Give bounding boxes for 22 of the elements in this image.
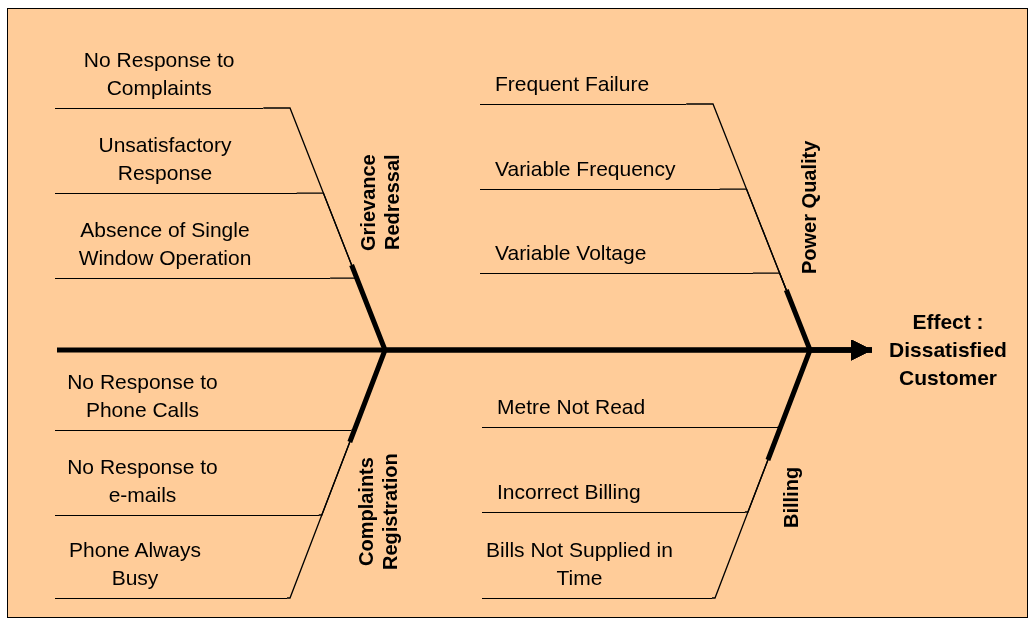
category-label: Power Quality [786,125,832,290]
cause-label: Absence of Single Window Operation [55,217,331,279]
category-label: Complaints Registration [349,442,406,582]
cause-label: No Response to Phone Calls [55,369,352,431]
effect-label: Effect : Dissatisfied Customer [872,308,1024,398]
connector-line [286,441,351,599]
cause-label: Bills Not Supplied in Time [482,537,712,599]
cause-label: Variable Frequency [480,128,720,190]
cause-label: Frequent Failure [480,43,687,105]
category-label: Grievance Redressal [351,140,408,265]
category-label: Billing [767,460,813,535]
cause-label: Variable Voltage [480,212,753,274]
connector-line [296,192,353,266]
cause-label: Metre Not Read [482,366,778,428]
cause-label: Phone Always Busy [55,537,287,599]
arrow [765,339,872,461]
cause-label: No Response to Complaints [55,47,264,109]
cause-label: Incorrect Billing [482,451,745,513]
connector-line [711,459,769,599]
connector-line [752,272,787,291]
cause-label: Unsatisfactory Response [55,132,297,194]
cause-label: No Response to e-mails [55,454,319,516]
